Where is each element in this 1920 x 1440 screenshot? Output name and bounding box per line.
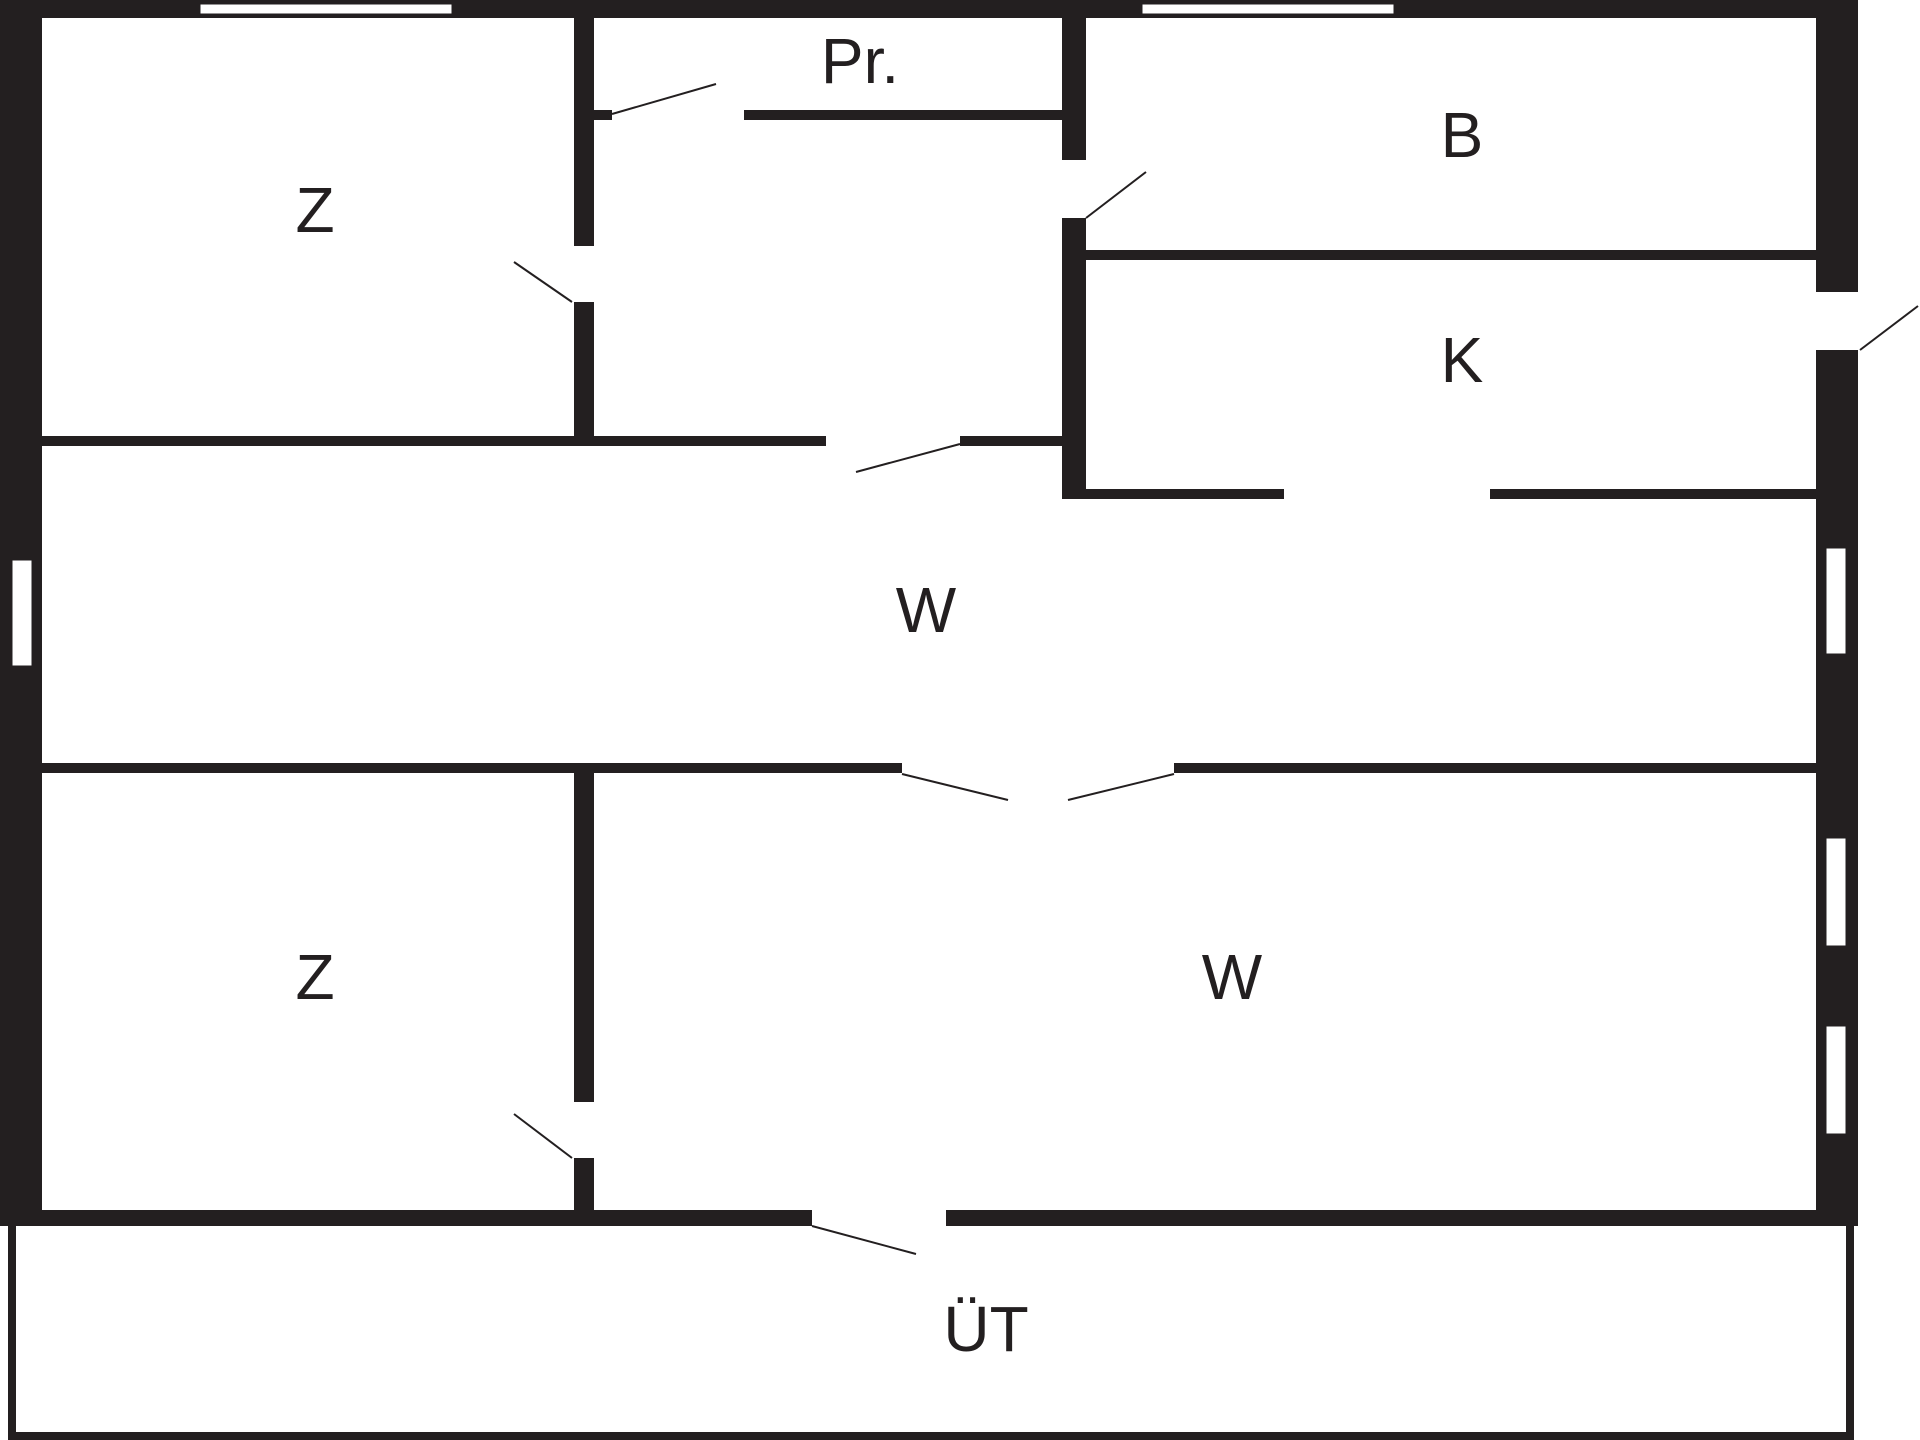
wall-upper-rooms-bottom xyxy=(42,436,1064,446)
label-terrace: ÜT xyxy=(943,1293,1028,1365)
door-swing-exterior-right xyxy=(1859,305,1919,351)
window-right-lower xyxy=(1825,1025,1847,1135)
wall-kitchen-bottom-left xyxy=(1062,489,1284,499)
door-swing-bath xyxy=(1085,171,1147,219)
door-gap-room-bottom-left xyxy=(572,1102,596,1158)
door-openings xyxy=(572,108,1860,1228)
wall-v-mid-upper xyxy=(1062,18,1086,498)
door-gap-pantry xyxy=(612,108,744,122)
door-swing-hall xyxy=(855,443,961,473)
label-pantry: Pr. xyxy=(821,25,899,97)
label-room-top-left: Z xyxy=(295,174,334,246)
wall-v-left-upper xyxy=(574,18,594,438)
wall-pantry-bottom xyxy=(594,110,1064,120)
windows xyxy=(11,3,1847,1135)
wall-kitchen-bottom-right xyxy=(1490,489,1818,499)
wall-terrace-left xyxy=(8,1222,16,1440)
door-gap-room-top-left xyxy=(572,246,596,302)
door-gap-bath xyxy=(1060,160,1088,218)
door-swing-room-top-left xyxy=(513,261,573,303)
window-top-right xyxy=(1141,3,1395,15)
door-swing-living-left xyxy=(901,773,1009,801)
door-swing-room-bottom-left xyxy=(513,1113,573,1159)
door-swing-living-right xyxy=(1067,773,1175,801)
door-gap-living-divider xyxy=(902,761,1174,775)
door-swings xyxy=(513,83,1919,1255)
label-room-bottom-left: Z xyxy=(295,941,334,1013)
door-swing-pantry xyxy=(611,83,717,115)
wall-terrace-right xyxy=(1846,1222,1854,1440)
window-right-upper xyxy=(1825,547,1847,655)
label-living-bottom: W xyxy=(1202,941,1263,1013)
room-labels: Pr. B Z K W Z W ÜT xyxy=(295,25,1483,1365)
window-top-left xyxy=(199,3,453,15)
door-gap-terrace xyxy=(812,1208,946,1228)
label-living-top: W xyxy=(896,574,957,646)
door-gap-exterior-right xyxy=(1814,292,1860,350)
wall-terrace-bottom xyxy=(8,1432,1854,1440)
label-bathroom: B xyxy=(1441,99,1484,171)
door-swing-terrace xyxy=(811,1225,917,1255)
door-gap-hall xyxy=(826,434,960,448)
label-kitchen: K xyxy=(1441,324,1484,396)
wall-bath-bottom xyxy=(1086,250,1818,260)
window-right-mid xyxy=(1825,837,1847,947)
window-left-wall xyxy=(11,559,33,667)
